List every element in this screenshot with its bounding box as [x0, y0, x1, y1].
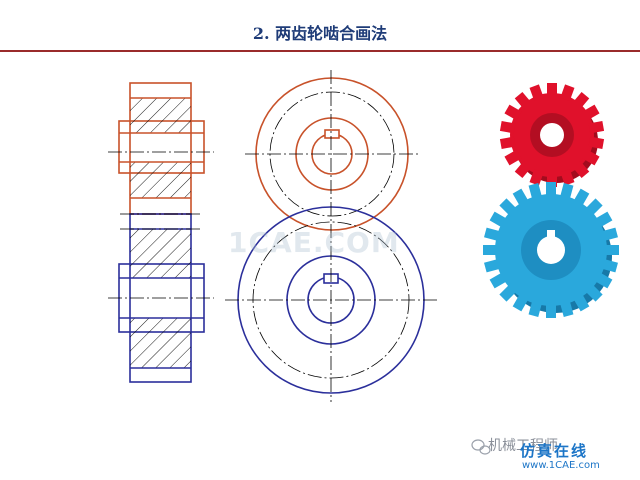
site-watermark: 仿真在线: [520, 442, 589, 460]
wechat-icon: [471, 439, 491, 455]
front-view: [225, 70, 440, 402]
front-centerlines: [225, 70, 440, 402]
lower-gear-hatch-bottom: [130, 318, 191, 368]
lower-gear-hatch-top: [130, 229, 191, 278]
upper-gear-hatch-top: [130, 98, 191, 133]
page-title: 2. 两齿轮啮合画法: [252, 24, 388, 43]
upper-gear-hatch-bottom: [130, 162, 191, 198]
wechat-account-label: 机械工程师: [488, 438, 558, 454]
site-url-watermark: www.1CAE.com: [522, 460, 600, 471]
gear-3d-blue: [483, 182, 619, 318]
lower-gear-section: [118, 213, 205, 383]
sectional-centerlines: [108, 151, 214, 299]
upper-gear-section: [118, 82, 205, 215]
sectional-view: [108, 82, 214, 383]
title-rule: [0, 50, 640, 52]
upper-gear-pitch-circle: [269, 91, 395, 217]
gear-3d-red: [499, 83, 605, 187]
upper-gear-keyway: [324, 129, 340, 139]
gear-3d-illustration: [483, 83, 619, 318]
center-watermark: 1CAE.COM: [228, 226, 400, 259]
